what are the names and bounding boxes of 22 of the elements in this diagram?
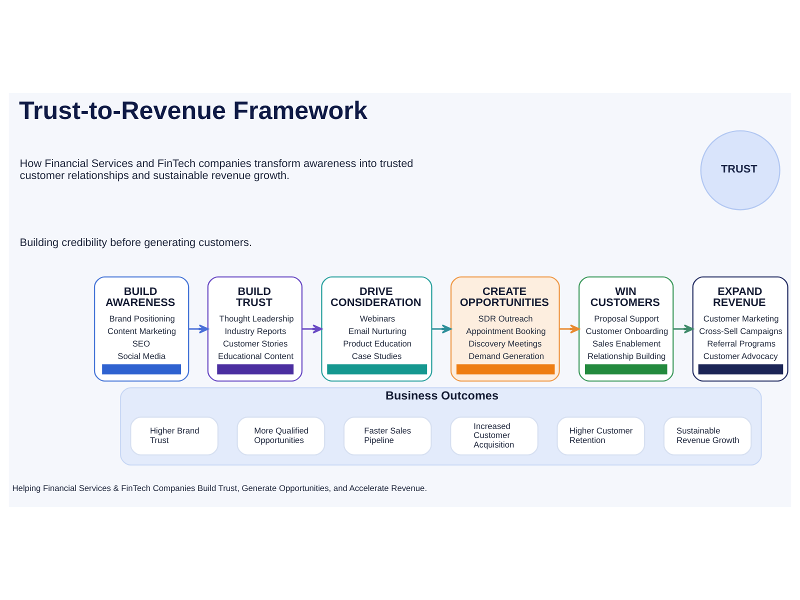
label: How Financial Services and FinTech companies transform awareness into trusted customer relationships and sustainable revenue growth. bbox=[20, 158, 414, 182]
node-box: Higher Brand Trust bbox=[130, 416, 219, 456]
node-box: Increased Customer Acquisition bbox=[450, 416, 539, 456]
arrow bbox=[302, 324, 322, 334]
label: Building credibility before generating customers. bbox=[20, 237, 252, 250]
node-box: CREATE OPPORTUNITIES SDR Outreach Appointment Booking Discovery Meetings Demand Generation bbox=[450, 276, 560, 382]
node-box: WIN CUSTOMERS Proposal Support Customer Onboarding Sales Enablement Relationship Building bbox=[578, 276, 674, 382]
label: Helping Financial Services & FinTech Companies Build Trust, Generate Opportunities, and Accelerate Revenue. bbox=[12, 483, 428, 494]
node-box: More Qualified Opportunities bbox=[236, 416, 326, 456]
node-box: BUILD TRUST Thought Leadership Industry Reports Customer Stories Educational Content bbox=[207, 276, 303, 382]
node-box: BUILD AWARENESS Brand Positioning Content Marketing SEO Social Media bbox=[94, 276, 190, 382]
arrow bbox=[560, 324, 580, 334]
arrow bbox=[188, 324, 209, 334]
node-box: DRIVE CONSIDERATION Webinars Email Nurturing Product Education Case Studies bbox=[321, 276, 432, 382]
node-box: EXPAND REVENUE Customer Marketing Cross-Sell Campaigns Referral Programs Customer Advocacy bbox=[692, 276, 788, 382]
arrow bbox=[432, 324, 452, 334]
arrow bbox=[673, 324, 694, 334]
node-box: Sustainable Revenue Growth bbox=[663, 416, 752, 456]
node-box: Faster Sales Pipeline bbox=[343, 416, 432, 456]
node-box: Higher Customer Retention bbox=[556, 416, 646, 456]
node-circle: TRUST bbox=[700, 130, 780, 210]
diagram-title: Trust-to-Revenue Framework bbox=[18, 97, 368, 126]
